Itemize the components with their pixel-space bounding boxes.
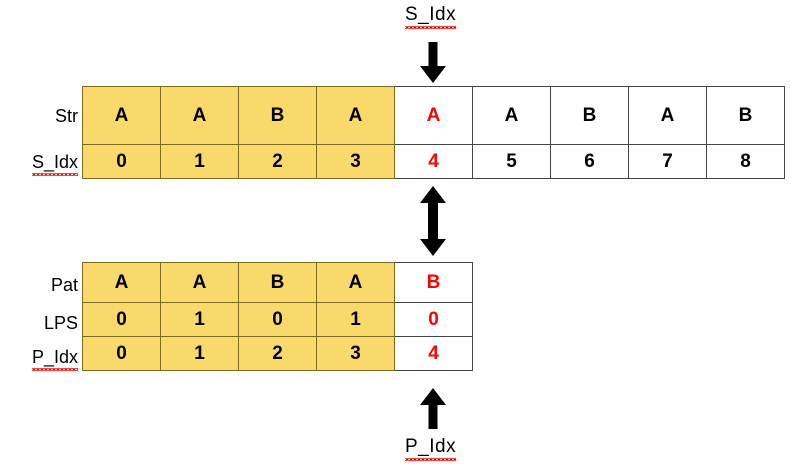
cell-lps-0: 0: [82, 302, 161, 337]
cell-str-0: A: [82, 86, 161, 145]
row-label-p-idx-text: P_Idx: [31, 347, 79, 371]
compare-double-arrow-icon: [420, 186, 446, 256]
cell-pat-3: A: [316, 262, 395, 303]
cell-pat-2: B: [238, 262, 317, 303]
cell-p-idx-0: 0: [82, 336, 161, 371]
p-idx-pointer-label-text: P_Idx: [405, 436, 457, 461]
cell-lps-3: 1: [316, 302, 395, 337]
cell-lps-4: 0: [394, 302, 473, 337]
cell-str-3: A: [316, 86, 395, 145]
cell-str-5: A: [472, 86, 551, 145]
cell-s-idx-0: 0: [82, 144, 161, 179]
s-idx-down-arrow-icon: [420, 42, 446, 83]
cell-p-idx-3: 3: [316, 336, 395, 371]
p-idx-pointer-label: P_Idx: [405, 436, 457, 461]
cell-s-idx-4: 4: [394, 144, 473, 179]
cell-p-idx-1: 1: [160, 336, 239, 371]
row-label-p-idx: P_Idx: [4, 347, 79, 371]
row-label-lps: LPS: [43, 313, 78, 333]
cell-pat-4: B: [394, 262, 473, 303]
s-idx-pointer-label: S_Idx: [405, 4, 457, 29]
s-idx-pointer-label-text: S_Idx: [405, 4, 457, 29]
cell-str-8: B: [706, 86, 785, 145]
cell-str-7: A: [628, 86, 707, 145]
p-idx-up-arrow-icon: [420, 388, 446, 429]
cell-pat-0: A: [82, 262, 161, 303]
row-label-s-idx: S_Idx: [4, 152, 79, 176]
cell-s-idx-7: 7: [628, 144, 707, 179]
cell-s-idx-3: 3: [316, 144, 395, 179]
cell-str-4: A: [394, 86, 473, 145]
cell-s-idx-6: 6: [550, 144, 629, 179]
cell-str-6: B: [550, 86, 629, 145]
row-label-s-idx-text: S_Idx: [31, 152, 79, 176]
cell-p-idx-2: 2: [238, 336, 317, 371]
cell-s-idx-1: 1: [160, 144, 239, 179]
row-label-pat: Pat: [50, 275, 78, 295]
cell-pat-1: A: [160, 262, 239, 303]
cell-lps-1: 1: [160, 302, 239, 337]
cell-s-idx-8: 8: [706, 144, 785, 179]
cell-str-2: B: [238, 86, 317, 145]
row-label-str: Str: [54, 106, 78, 126]
cell-p-idx-4: 4: [394, 336, 473, 371]
cell-s-idx-5: 5: [472, 144, 551, 179]
cell-s-idx-2: 2: [238, 144, 317, 179]
cell-str-1: A: [160, 86, 239, 145]
cell-lps-2: 0: [238, 302, 317, 337]
